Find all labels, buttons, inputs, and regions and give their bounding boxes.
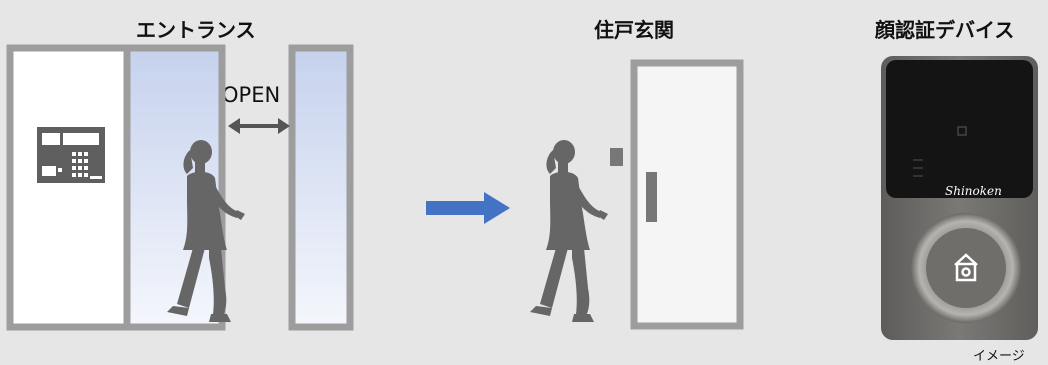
walking-woman-silhouette-door <box>530 140 608 322</box>
entrance-glass-door-right <box>289 45 353 330</box>
entrance-wall-panel <box>7 45 127 330</box>
home-icon <box>954 253 978 282</box>
face-device-title: 顔認証デバイス <box>875 18 1015 42</box>
open-label: OPEN <box>222 83 281 107</box>
face-recognition-device <box>881 56 1038 340</box>
intercom-panel-icon <box>37 127 105 183</box>
door-face-reader <box>610 148 623 166</box>
right-arrow-icon <box>426 192 510 224</box>
brand-logo: Shinoken <box>945 184 1002 198</box>
image-caption: イメージ <box>973 349 1025 364</box>
entrance-title: エントランス <box>136 18 256 42</box>
device-screen <box>886 60 1033 198</box>
front-door-title: 住戸玄関 <box>594 18 674 42</box>
double-arrow-icon <box>228 118 290 134</box>
door-handle <box>646 172 657 222</box>
camera-icon <box>957 126 967 136</box>
